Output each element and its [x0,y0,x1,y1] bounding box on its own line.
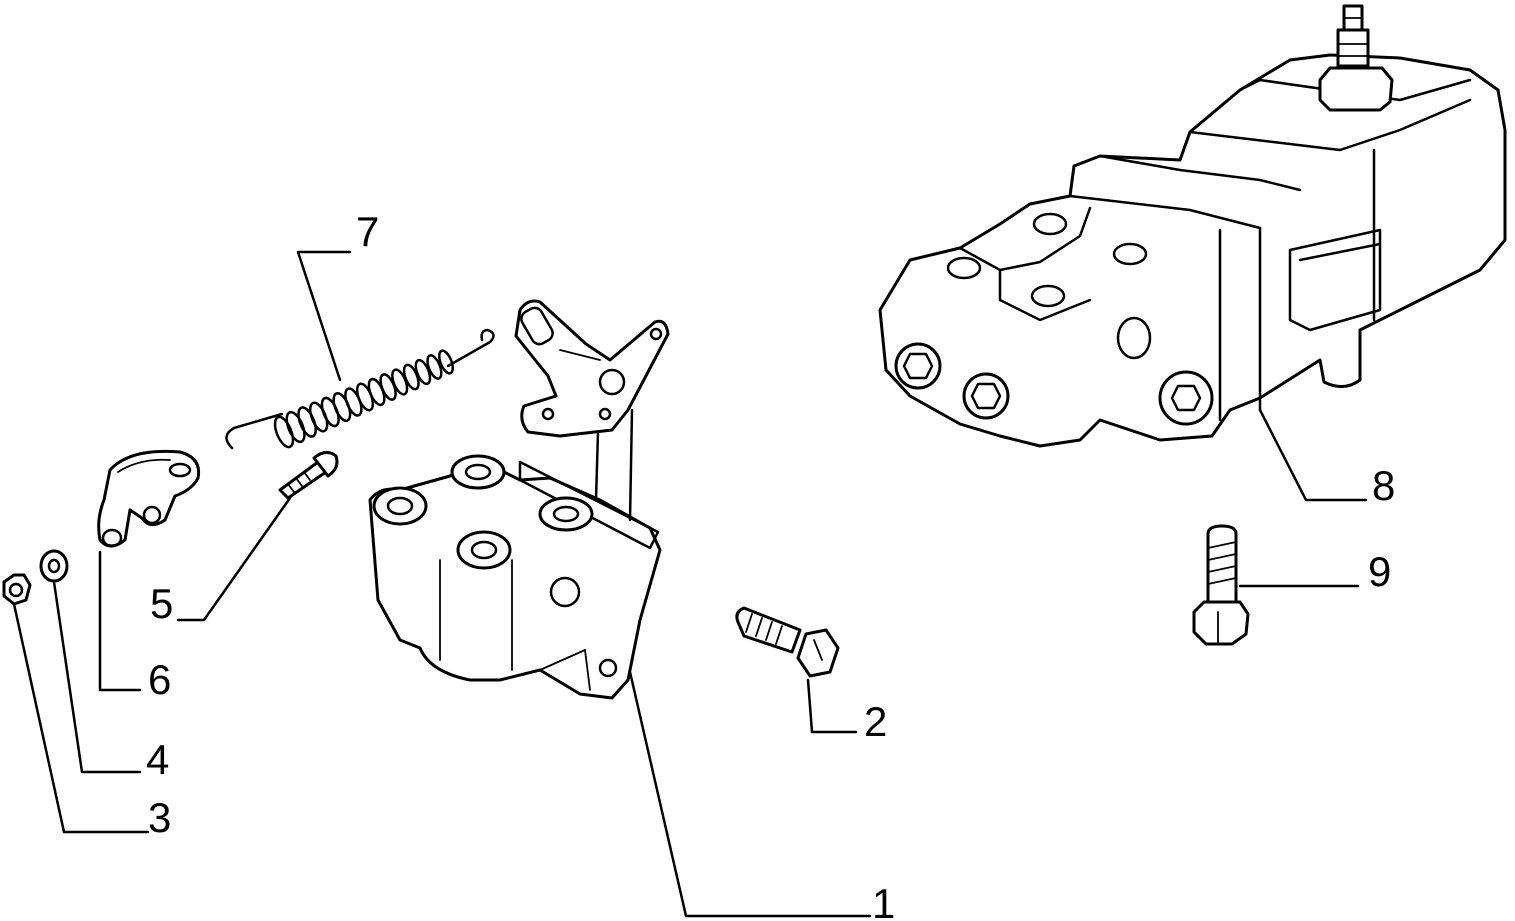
leader-3 [12,602,150,834]
spring-part-7 [225,328,495,450]
leader-lines [12,250,1368,918]
callout-9: 9 [1368,548,1391,595]
leader-1-bracket-b [594,430,600,502]
spring-coil [297,406,317,438]
spring-coil [320,396,340,428]
bolt-part-2 [735,606,840,678]
bracket [514,299,670,438]
spring-coil [273,415,295,449]
valve-body-part-1 [368,454,662,700]
leader-2 [806,678,858,734]
callout-7: 7 [356,208,379,255]
screw-part-5 [278,451,339,500]
spring-coil [414,358,432,386]
leader-5 [176,496,292,622]
callout-8: 8 [1372,462,1395,509]
leader-1-bracket [628,408,634,522]
spring-coil [308,401,329,433]
leader-4 [52,580,142,774]
spring-coil [438,349,454,375]
lever-part-6 [97,449,201,548]
leader-7 [296,250,352,382]
callout-labels: 1 2 3 4 5 6 7 8 9 [146,208,1395,921]
bolt-part-9 [1192,524,1250,646]
leader-6 [98,550,142,692]
callout-4: 4 [146,736,169,783]
callout-6: 6 [148,656,171,703]
leader-8 [1258,408,1368,502]
callout-5: 5 [150,580,173,627]
callout-3: 3 [148,794,171,841]
washer-part-4 [39,549,69,583]
spring-coil [285,410,306,444]
leader-1 [628,670,872,918]
callout-1: 1 [872,880,895,921]
spring-coil [426,354,443,380]
nut-part-3 [2,573,32,606]
valve-assembly-part-8 [878,4,1507,448]
callout-2: 2 [864,698,887,745]
